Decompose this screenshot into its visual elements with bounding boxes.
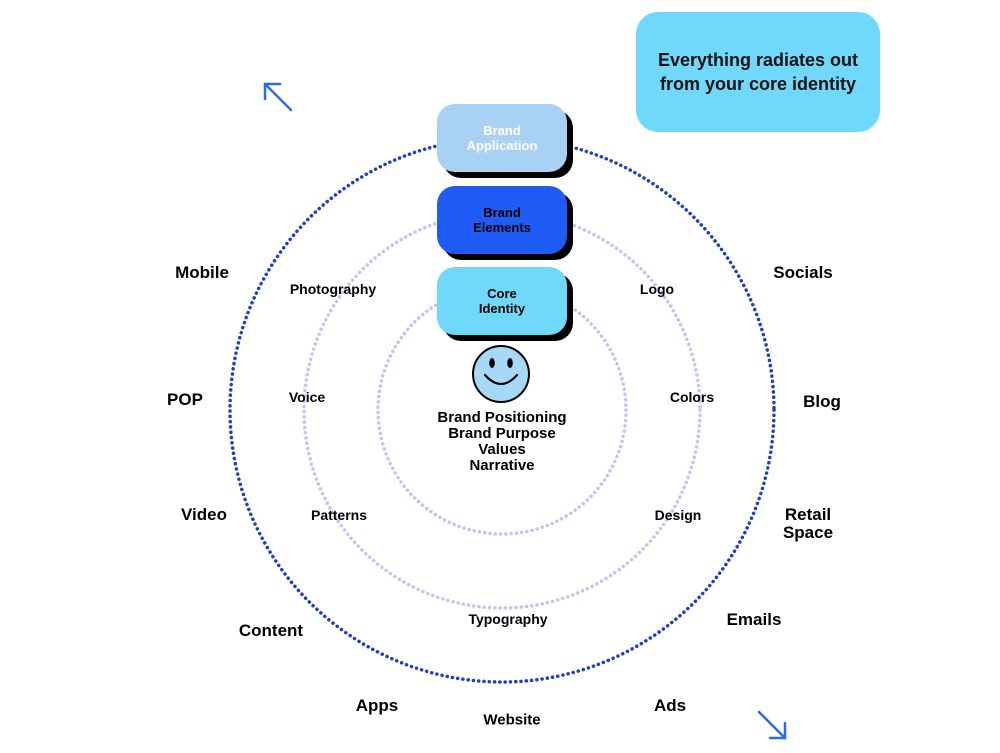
element-photography: Photography [289,281,377,297]
application-blog: Blog [803,392,841,411]
pill-label-line-2: Identity [478,301,526,316]
retail-space-line-2: Space [782,523,834,542]
application-pop: POP [167,390,203,409]
core-value-item: Brand Purpose [448,425,556,442]
arrow-up-left-icon [263,82,293,112]
application-video: Video [181,505,227,524]
element-colors: Colors [669,389,715,405]
element-logo: Logo [639,281,675,297]
application-content: Content [238,621,304,640]
arrow-down-right-icon [757,710,787,740]
pill-label-line-2: Application [466,138,538,153]
element-typography: Typography [468,611,548,627]
application-mobile: Mobile [175,263,229,282]
application-socials: Socials [773,263,833,282]
retail-space-line-1: Retail [784,505,832,524]
application-ads: Ads [653,696,687,715]
core-identity-pill: Core Identity [437,267,567,335]
application-retail-space: Retail Space [783,506,833,542]
callout-box: Everything radiates out from your core i… [636,12,880,132]
smiley-face-icon [472,345,530,403]
application-apps: Apps [355,696,399,715]
core-value-item: Brand Positioning [437,409,567,426]
element-patterns: Patterns [310,507,368,523]
element-design: Design [654,507,702,523]
brand-elements-pill: Brand Elements [437,186,567,254]
pill-label-line-1: Brand [483,205,521,220]
pill-label-line-1: Core [487,286,517,301]
application-emails: Emails [726,610,782,629]
callout-line-2: from your core identity [659,74,857,94]
brand-application-pill: Brand Application [437,104,567,172]
core-value-item: Narrative [469,457,535,474]
pill-label-line-1: Brand [483,123,521,138]
pill-label-line-2: Elements [473,220,531,235]
element-voice: Voice [288,389,326,405]
core-values-list: Brand Positioning Brand Purpose Values N… [437,410,566,474]
application-website: Website [483,711,541,729]
callout-line-1: Everything radiates out [657,50,859,70]
core-value-item: Values [478,441,526,458]
